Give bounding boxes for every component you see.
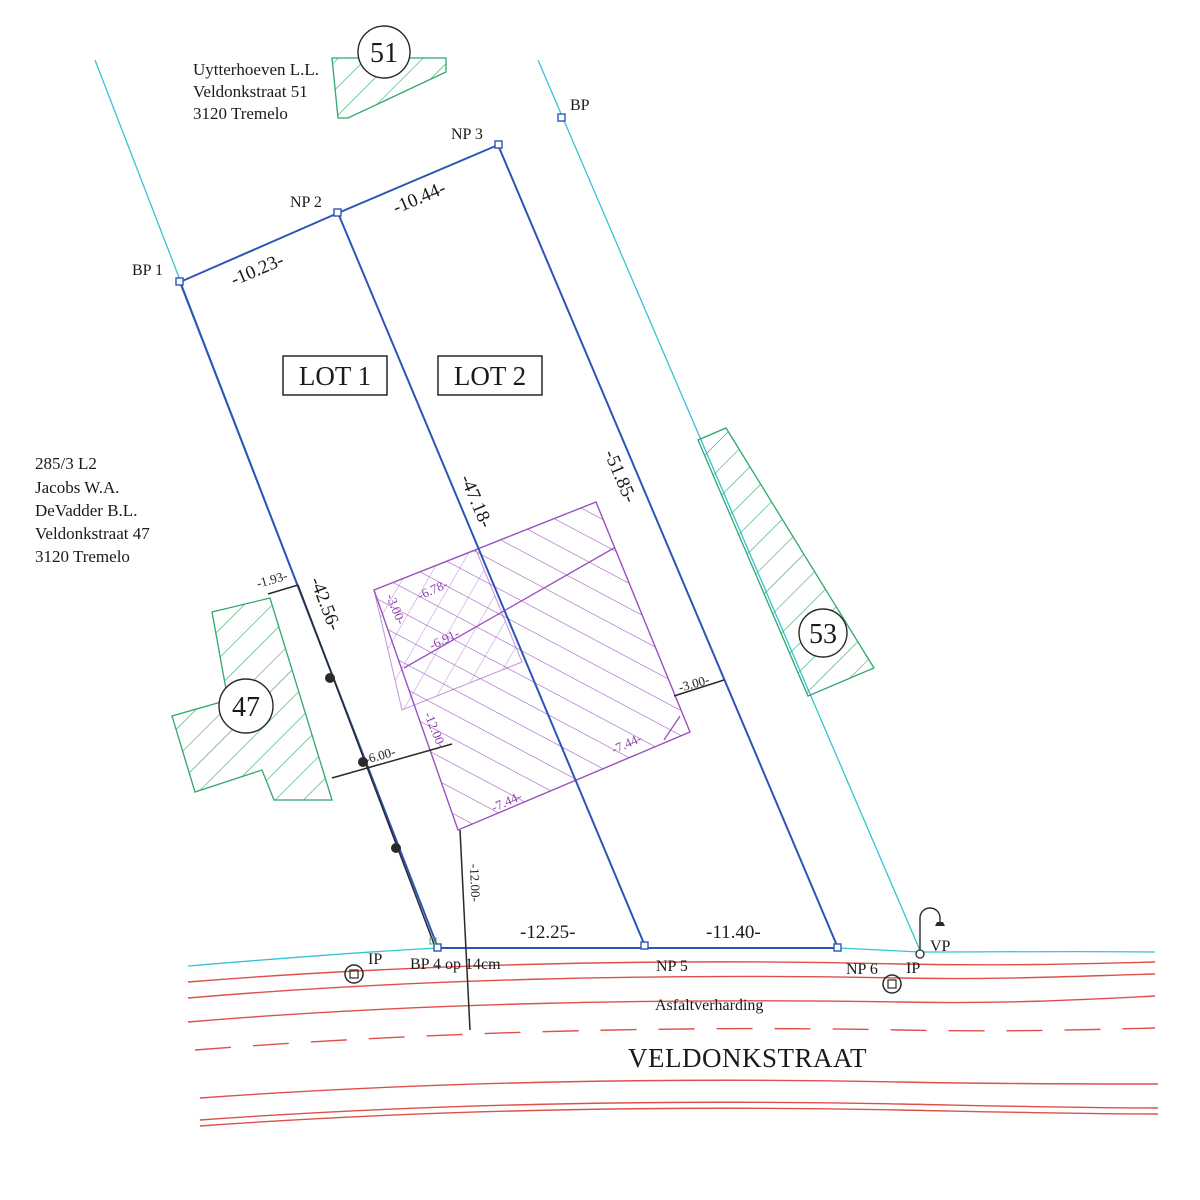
- marker-np2: [333, 208, 342, 217]
- dim-dot-2: [358, 757, 368, 767]
- marker-bp: [557, 113, 566, 122]
- owner-west-line-1: 285/3 L2: [35, 454, 97, 473]
- road-line-5: [199, 1101, 1159, 1121]
- marker-np6: [833, 943, 842, 952]
- dim-dot-3: [391, 843, 401, 853]
- house-number-53: 53: [809, 619, 837, 650]
- label-ip-right: IP: [906, 960, 920, 977]
- house-number-51: 51: [370, 38, 398, 69]
- dim-12-00: -12.00-: [467, 864, 483, 902]
- label-np3: NP 3: [451, 126, 483, 143]
- label-bp4: BP 4 op 14cm: [410, 956, 501, 973]
- dim-1-93: -1.93-: [255, 568, 289, 591]
- marker-np3: [494, 140, 503, 149]
- label-bp1: BP 1: [132, 262, 163, 279]
- dim-line-193: [267, 584, 299, 595]
- owner-west-line-4: Veldonkstraat 47: [35, 524, 150, 543]
- marker-bp4: [433, 943, 442, 952]
- lot-labels: LOT 1 LOT 2: [282, 355, 543, 396]
- dim-47-18: -47.18-: [455, 472, 496, 531]
- lot-2-label: LOT 2: [454, 361, 526, 391]
- road-line-6: [199, 1107, 1159, 1127]
- owner-north: Uytterhoeven L.L. Veldonkstraat 51 3120 …: [193, 60, 319, 123]
- dim-10-23: -10.23-: [228, 250, 287, 291]
- dim-42-56: -42.56-: [305, 574, 344, 633]
- label-np6: NP 6: [846, 961, 878, 978]
- house-number-circle-47: [218, 678, 274, 734]
- marker-ip-right: [882, 974, 902, 994]
- label-ip-left: IP: [368, 951, 382, 968]
- owner-north-line-3: 3120 Tremelo: [193, 104, 288, 123]
- building-53: [697, 427, 875, 697]
- owner-west-line-5: 3120 Tremelo: [35, 547, 130, 566]
- house-number-circle-53: [798, 608, 848, 658]
- dim-line-300: [673, 679, 725, 697]
- planned-building-corner: [663, 715, 681, 741]
- lot-1-box: [282, 355, 388, 396]
- owner-west-line-2: Jacobs W.A.: [35, 478, 120, 497]
- dim-51-85: -51.85-: [599, 447, 640, 506]
- dimension-lines: [267, 584, 725, 1031]
- planned-annex: [373, 549, 523, 711]
- house-number-47: 47: [232, 692, 260, 723]
- road-line-4: [199, 1079, 1159, 1099]
- dim-dot-1: [325, 673, 335, 683]
- owner-north-line-2: Veldonkstraat 51: [193, 82, 308, 101]
- owner-west-line-3: DeVadder B.L.: [35, 501, 137, 520]
- point-labels: BP 1 NP 2 NP 3 BP BP 4 op 14cm NP 5 NP 6…: [132, 97, 951, 978]
- dim-line-600: [331, 743, 453, 779]
- planned-building-inner-line: [403, 547, 615, 669]
- marker-bp4-green: [429, 937, 437, 945]
- marker-bp1: [175, 277, 184, 286]
- dim-6-00: -6.00-: [363, 744, 397, 767]
- house-number-circle-51: [357, 25, 411, 79]
- dim-3-00: -3.00-: [677, 672, 711, 695]
- label-vp: VP: [930, 938, 951, 955]
- street-surface: Asfaltverharding: [655, 997, 763, 1014]
- planned-building: [373, 501, 691, 831]
- lot-2-box: [437, 355, 543, 396]
- dim-line-1200: [459, 829, 471, 1031]
- road-centerline: [194, 1027, 1156, 1051]
- house-numbers: 51 47 53: [218, 25, 848, 734]
- label-bp-top: BP: [570, 97, 590, 114]
- dim-10-44: -10.44-: [390, 178, 449, 219]
- label-np2: NP 2: [290, 194, 322, 211]
- owner-north-line-1: Uytterhoeven L.L.: [193, 60, 319, 79]
- lot-1-label: LOT 1: [299, 361, 371, 391]
- owner-west: 285/3 L2 Jacobs W.A. DeVadder B.L. Veldo…: [35, 454, 150, 566]
- dim-12-25: -12.25-: [520, 922, 575, 943]
- street-lamp-icon: [915, 907, 945, 959]
- parcel-east: [497, 144, 839, 949]
- point-markers: [175, 113, 945, 994]
- parcel-lot-division: [337, 212, 646, 947]
- street-name: VELDONKSTRAAT: [628, 1043, 867, 1073]
- road-line-3: [187, 995, 1156, 1023]
- road-lines: [187, 961, 1159, 1127]
- building-51: [331, 57, 447, 119]
- marker-ip-left: [344, 964, 364, 984]
- dim-11-40: -11.40-: [706, 922, 761, 943]
- marker-np5: [640, 941, 649, 950]
- road-line-2: [187, 973, 1156, 999]
- cadastral-lines: [94, 59, 1156, 967]
- road-line-1: [187, 961, 1156, 983]
- street: Asfaltverharding VELDONKSTRAAT: [628, 997, 867, 1073]
- label-np5: NP 5: [656, 958, 688, 975]
